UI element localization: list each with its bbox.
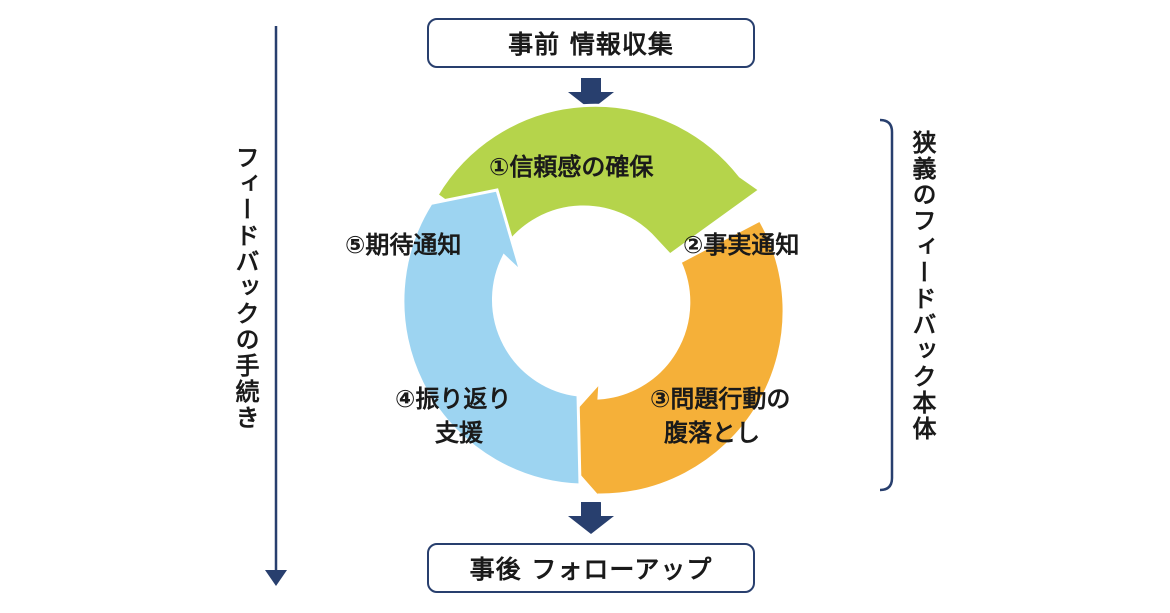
right-caption: 狭義のフィードバック本体 bbox=[908, 130, 936, 442]
left-caption: フィードバックの手続き bbox=[231, 145, 259, 431]
scope-bracket bbox=[879, 118, 894, 492]
step-2-label: ②事実通知 bbox=[683, 231, 800, 259]
step-4-label: ④振り返り 支援 bbox=[395, 382, 511, 450]
post-step-box: 事後 フォローアップ bbox=[427, 543, 755, 593]
step-3-label-line2: 腹落とし bbox=[664, 419, 760, 447]
down-arrow-top bbox=[568, 78, 614, 110]
cycle-arc-blue bbox=[401, 188, 582, 487]
step-3-label-line1: ③問題行動の bbox=[650, 385, 791, 413]
timeline-arrowhead bbox=[265, 570, 287, 586]
step-5-label: ⑤期待通知 bbox=[345, 231, 462, 259]
cycle-arc-orange bbox=[545, 217, 786, 508]
step-3-label: ③問題行動の 腹落とし bbox=[650, 382, 790, 450]
step-4-label-line1: ④振り返り bbox=[395, 385, 512, 413]
step-4-label-line2: 支援 bbox=[435, 419, 483, 447]
pre-step-box: 事前 情報収集 bbox=[427, 18, 755, 68]
down-arrow-bottom bbox=[568, 502, 614, 534]
step-1-label: ①信頼感の確保 bbox=[489, 153, 654, 181]
cycle-arc-green bbox=[435, 103, 763, 257]
